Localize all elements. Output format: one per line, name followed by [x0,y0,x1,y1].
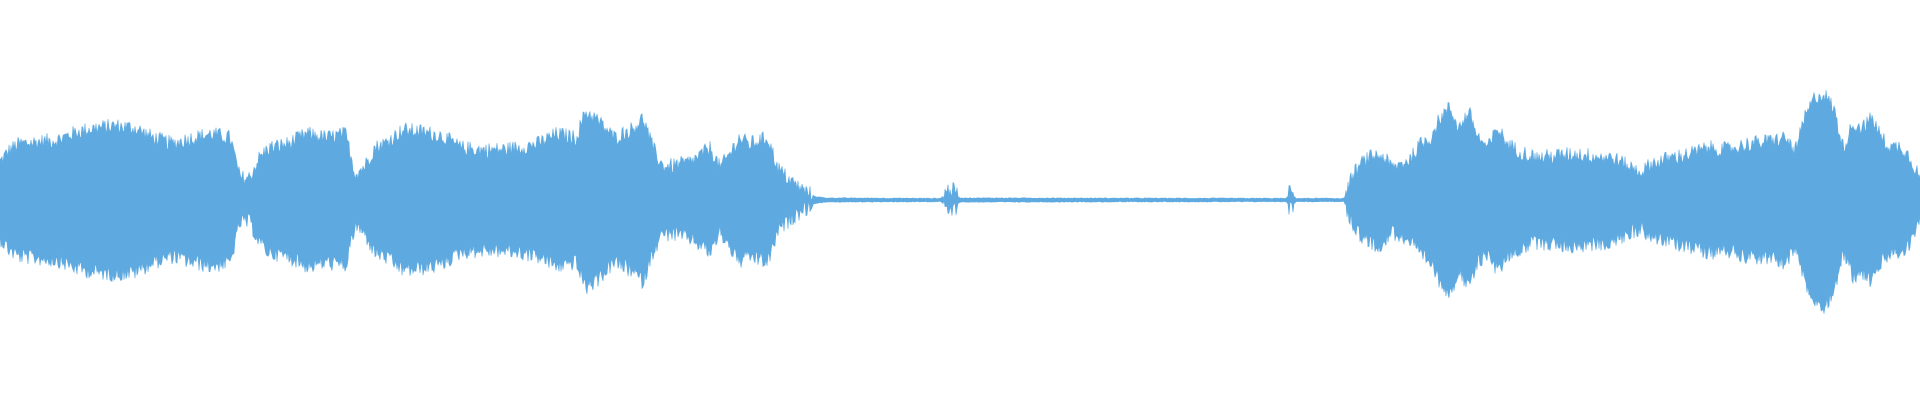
waveform-shape [0,90,1920,314]
